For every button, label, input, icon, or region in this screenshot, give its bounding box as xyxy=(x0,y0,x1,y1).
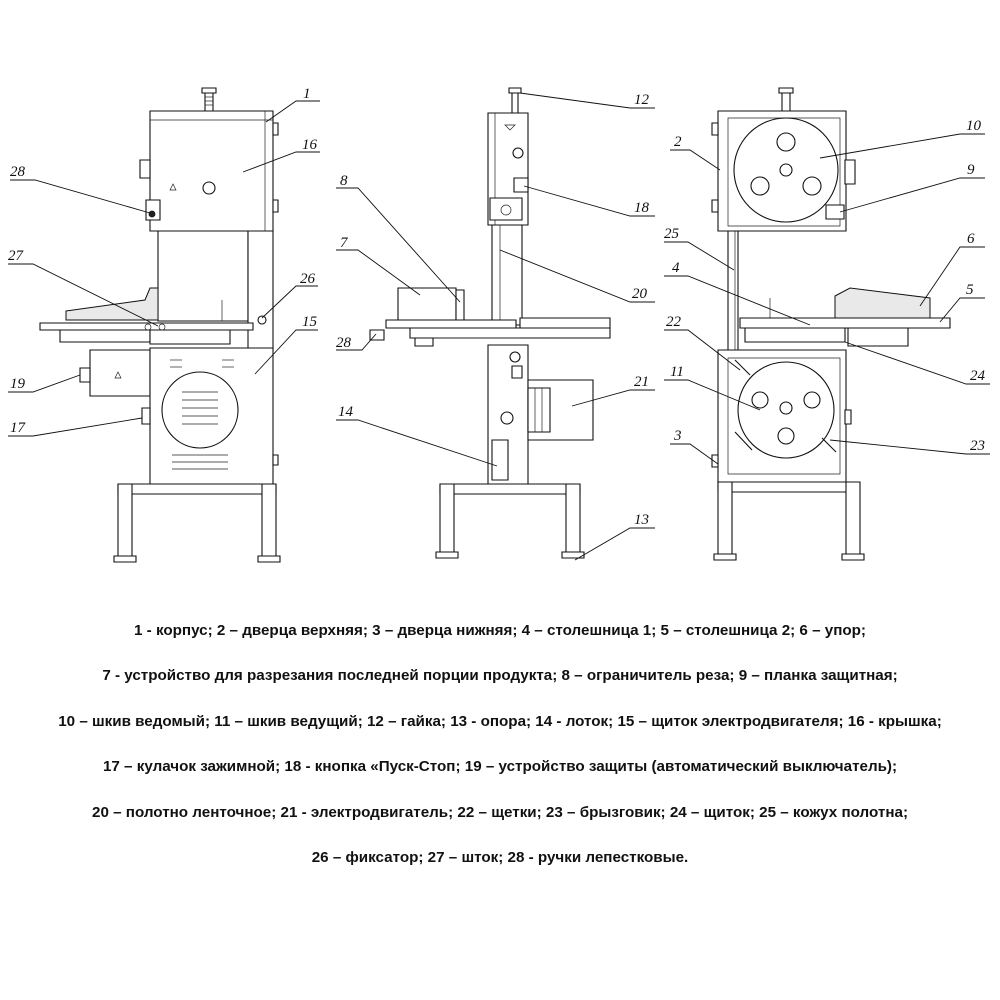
callout-17: 17 xyxy=(10,420,27,436)
callout-22: 22 xyxy=(666,314,682,330)
front-view xyxy=(40,88,280,562)
callout-28-mid: 28 xyxy=(336,335,352,351)
callout-7: 7 xyxy=(340,235,349,251)
legend-line-4: 17 – кулачок зажимной; 18 - кнопка «Пуск… xyxy=(102,758,898,775)
callout-6: 6 xyxy=(967,231,975,247)
callout-26: 26 xyxy=(300,271,316,287)
callout-9: 9 xyxy=(967,162,975,178)
callout-14: 14 xyxy=(338,404,354,420)
callout-2: 2 xyxy=(674,134,682,150)
side-view xyxy=(370,88,610,558)
callout-27: 27 xyxy=(8,248,25,264)
callout-5: 5 xyxy=(966,282,974,298)
callout-28-top: 28 xyxy=(10,164,26,180)
callout-18: 18 xyxy=(634,200,650,216)
legend-line-2: 7 - устройство для разрезания последней … xyxy=(102,667,898,684)
callout-11: 11 xyxy=(670,364,684,380)
callout-15: 15 xyxy=(302,314,318,330)
legend-line-5: 20 – полотно ленточное; 21 - электродвиг… xyxy=(92,804,908,821)
callout-8: 8 xyxy=(340,173,348,189)
band-saw-drawing: 1 16 28 27 26 15 19 17 12 8 18 7 xyxy=(8,86,1000,600)
callout-24: 24 xyxy=(970,368,986,384)
callout-13: 13 xyxy=(634,512,649,528)
callout-21: 21 xyxy=(634,374,649,390)
callout-20: 20 xyxy=(632,286,648,302)
legend-line-3: 10 – шкив ведомый; 11 – шкив ведущий; 12… xyxy=(58,713,942,730)
callouts: 1 16 28 27 26 15 19 17 12 8 18 7 xyxy=(8,86,990,560)
callout-1: 1 xyxy=(303,86,311,102)
callout-3: 3 xyxy=(673,428,682,444)
callout-4: 4 xyxy=(672,260,680,276)
callout-10: 10 xyxy=(966,118,982,134)
callout-25: 25 xyxy=(664,226,680,242)
interior-view xyxy=(712,88,950,560)
callout-23: 23 xyxy=(970,438,985,454)
legend-line-1: 1 - корпус; 2 – дверца верхняя; 3 – двер… xyxy=(134,622,866,639)
callout-12: 12 xyxy=(634,92,650,108)
callout-19: 19 xyxy=(10,376,26,392)
callout-16: 16 xyxy=(302,137,318,153)
legend-line-6: 26 – фиксатор; 27 – шток; 28 - ручки леп… xyxy=(311,849,689,866)
